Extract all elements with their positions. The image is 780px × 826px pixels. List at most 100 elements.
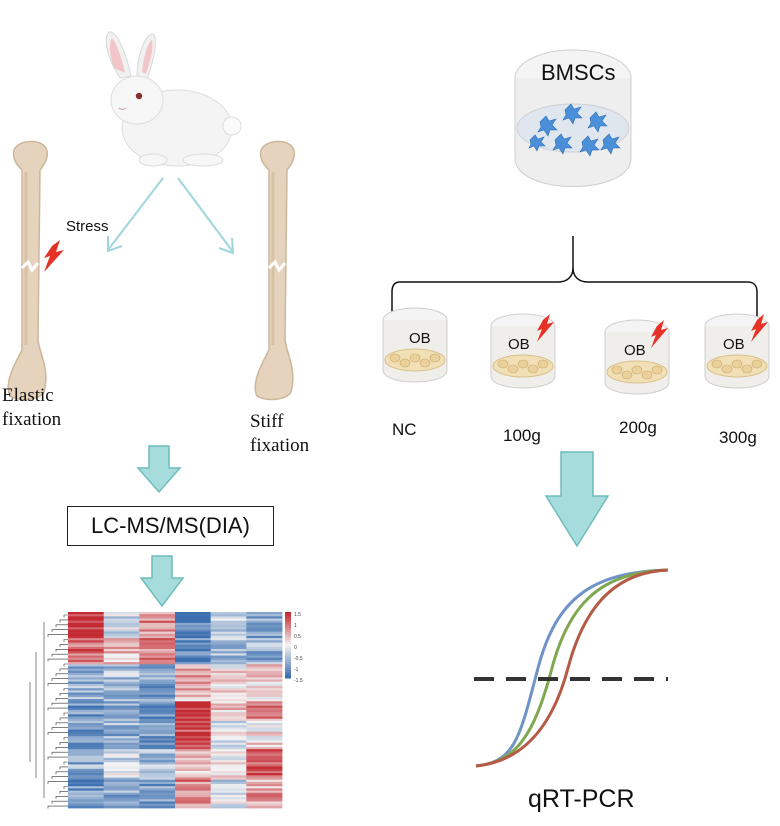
scale-swatch <box>285 648 291 651</box>
heatmap-cell <box>139 651 176 654</box>
heatmap-cell <box>246 659 283 663</box>
heatmap-cell <box>246 681 283 685</box>
heatmap-cell <box>68 710 105 713</box>
scale-swatch <box>285 658 291 661</box>
heatmap-cell <box>68 725 105 728</box>
heatmap-cell <box>210 720 247 724</box>
heatmap-cell <box>139 618 176 622</box>
heatmap-cell <box>103 627 140 630</box>
scale-swatch <box>285 656 291 659</box>
heatmap-cell <box>139 612 176 615</box>
heatmap-cell <box>246 714 283 717</box>
heatmap-cell <box>175 642 212 646</box>
scale-tick: -1 <box>294 667 299 673</box>
heatmap-cell <box>103 677 140 680</box>
heatmap-cell <box>175 744 212 748</box>
heatmap-cell <box>246 792 283 796</box>
heatmap-cell <box>210 764 247 768</box>
heatmap-cell <box>175 644 212 648</box>
heatmap-cell <box>139 646 176 650</box>
heatmap-cell <box>103 683 140 687</box>
heatmap-cell <box>175 625 212 628</box>
scale-tick: 1 <box>294 623 297 629</box>
scale-swatch <box>285 660 291 663</box>
heatmap-cell <box>139 653 176 656</box>
heatmap-cell <box>103 738 140 741</box>
heatmap-cell <box>175 633 212 637</box>
heatmap-cell <box>246 696 283 700</box>
heatmap-cell <box>139 766 176 770</box>
heatmap-cell <box>103 768 140 772</box>
heatmap-cell <box>139 655 176 659</box>
heatmap-cell <box>175 690 212 693</box>
heatmap-cell <box>175 675 212 678</box>
heatmap-cell <box>246 618 283 622</box>
heatmap-cell <box>68 768 105 772</box>
heatmap-cell <box>139 668 176 672</box>
heatmap-cell <box>210 662 247 665</box>
heatmap-cell <box>103 744 140 748</box>
heatmap-cell <box>175 714 212 717</box>
heatmap-cell <box>246 725 283 728</box>
heatmap-cell <box>139 690 176 693</box>
dish-label-4: OB <box>723 336 745 353</box>
heatmap-cell <box>210 775 247 778</box>
heatmap-cell <box>246 797 283 800</box>
group-label-100g: 100g <box>503 426 541 445</box>
heatmap-cell <box>246 718 283 722</box>
heatmap-cell <box>103 699 140 702</box>
heatmap-cell <box>175 694 212 698</box>
heatmap-cell <box>139 731 176 735</box>
heatmap-cell <box>175 692 212 696</box>
heatmap-cell <box>68 672 105 676</box>
scale-swatch <box>285 618 291 621</box>
heatmap-cell <box>68 753 105 757</box>
heatmap-cell <box>210 666 247 670</box>
heatmap-cell <box>68 747 105 750</box>
heatmap-cell <box>68 662 105 665</box>
heatmap-cell <box>103 714 140 717</box>
heatmap-cell <box>210 779 247 783</box>
heatmap-cell <box>68 718 105 722</box>
heatmap-cell <box>139 712 176 715</box>
heatmap-cell <box>103 775 140 778</box>
heatmap-cell <box>175 766 212 770</box>
dish-label-1: OB <box>409 330 431 347</box>
heatmap-cell <box>210 794 247 798</box>
heatmap-cell <box>139 686 176 689</box>
heatmap-cell <box>246 705 283 709</box>
heatmap-cell <box>68 773 105 776</box>
heatmap-cell <box>246 683 283 687</box>
heatmap-cell <box>139 738 176 741</box>
heatmap-cell <box>103 760 140 763</box>
heatmap-cell <box>175 655 212 659</box>
heatmap-cell <box>175 768 212 772</box>
heatmap-cell <box>175 703 212 707</box>
heatmap-cell <box>246 668 283 672</box>
heatmap-cell <box>139 662 176 665</box>
heatmap-cell <box>68 612 105 615</box>
heatmap-cell <box>246 729 283 733</box>
heatmap-cell <box>68 651 105 654</box>
heatmap-cell <box>68 744 105 748</box>
heatmap-cell <box>246 749 283 752</box>
heatmap-cell <box>139 681 176 685</box>
heatmap-cell <box>175 788 212 791</box>
heatmap-cell <box>246 670 283 674</box>
heatmap-cell <box>103 655 140 659</box>
heatmap-cell <box>68 696 105 700</box>
heatmap-cell <box>139 614 176 617</box>
heatmap-cell <box>246 803 283 807</box>
heatmap-cell <box>103 649 140 652</box>
heatmap-cell <box>103 675 140 678</box>
heatmap-cell <box>139 692 176 696</box>
heatmap-cell <box>175 716 212 720</box>
heatmap-cell <box>210 694 247 698</box>
heatmap-cell <box>210 712 247 715</box>
heatmap-cell <box>139 723 176 726</box>
heatmap-cell <box>246 666 283 670</box>
heatmap-cell <box>139 803 176 807</box>
heatmap-cell <box>246 664 283 667</box>
heatmap-cell <box>68 751 105 754</box>
heatmap-cell <box>246 773 283 776</box>
